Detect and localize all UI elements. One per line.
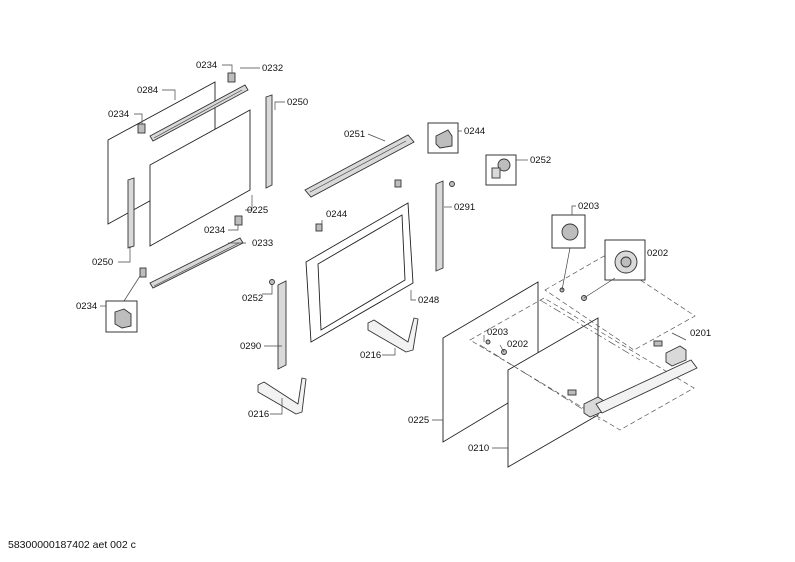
callout-0202-a: 0202 [647, 248, 668, 259]
callout-0290: 0290 [240, 341, 261, 352]
inner-door-frame-opening [317, 214, 406, 331]
callout-0244-b: 0244 [326, 209, 347, 220]
screw-0252-left [269, 279, 275, 285]
side-strip-0290 [277, 280, 287, 370]
small-insert-a [653, 340, 663, 347]
hinge-part-0244 [435, 129, 453, 149]
callout-0233: 0233 [252, 238, 273, 249]
hinge-bracket-0216-low [257, 377, 307, 415]
bottom-profile-0233 [149, 237, 244, 289]
callout-0210: 0210 [468, 443, 489, 454]
callout-0250-b: 0250 [92, 257, 113, 268]
document-reference: 58300000187402 aet 002 c [8, 539, 136, 551]
callout-0252-a: 0252 [530, 155, 551, 166]
callout-0225-a: 0225 [247, 205, 268, 216]
hinge-small-0244 [315, 223, 323, 232]
screw-0252-small [449, 181, 455, 187]
callout-0291: 0291 [454, 202, 475, 213]
callout-0251: 0251 [344, 129, 365, 140]
clip-0234-bottom [234, 215, 243, 226]
door-frame-group [257, 122, 517, 415]
pin-0203-low [485, 339, 491, 345]
callout-0203-b: 0203 [487, 327, 508, 338]
callout-0250-a: 0250 [287, 97, 308, 108]
knob-0203 [561, 223, 579, 241]
small-insert-b [567, 389, 577, 396]
clip-0234-top [227, 72, 236, 83]
callout-0203-a: 0203 [578, 201, 599, 212]
inner-glass-panel-0225 [149, 109, 251, 247]
callout-0234-b: 0234 [108, 109, 129, 120]
control-outline-lower [469, 297, 695, 431]
callout-0234-c: 0234 [204, 225, 225, 236]
callout-0202-b: 0202 [507, 339, 528, 350]
control-outline-upper [544, 255, 696, 351]
callout-0201: 0201 [690, 328, 711, 339]
door-glass-outer-group [105, 72, 273, 333]
screw-0252-shank [491, 167, 501, 179]
callout-0216-b: 0216 [248, 409, 269, 420]
control-fascia-0210 [507, 317, 599, 468]
handle-strip-0201 [595, 359, 698, 414]
clip-0234-left [137, 123, 146, 134]
callout-0234-d: 0234 [76, 301, 97, 312]
callout-0232: 0232 [262, 63, 283, 74]
clip-0234-lower [139, 267, 147, 278]
callout-labels: 0234 0232 0284 0234 0250 0251 0244 0252 … [76, 60, 711, 454]
frame-clip [394, 179, 402, 188]
hinge-bracket-0216-mid [367, 317, 419, 353]
cap-0201-a [665, 345, 687, 367]
control-panel-group [442, 214, 698, 468]
callout-0252-b: 0252 [242, 293, 263, 304]
leader-lines [100, 64, 687, 449]
frame-side-strip-0291 [435, 180, 444, 272]
knob-0202-inner [620, 256, 632, 268]
callout-0234-a: 0234 [196, 60, 217, 71]
callout-0244-a: 0244 [464, 126, 485, 137]
screw-0252-head [497, 158, 511, 172]
callout-0248: 0248 [418, 295, 439, 306]
callout-0284: 0284 [137, 85, 158, 96]
side-strip-0250-right [265, 94, 273, 189]
side-strip-0250-left [127, 177, 135, 249]
callout-0225-b: 0225 [408, 415, 429, 426]
callout-0216-a: 0216 [360, 350, 381, 361]
clip-detail-part [114, 308, 132, 329]
